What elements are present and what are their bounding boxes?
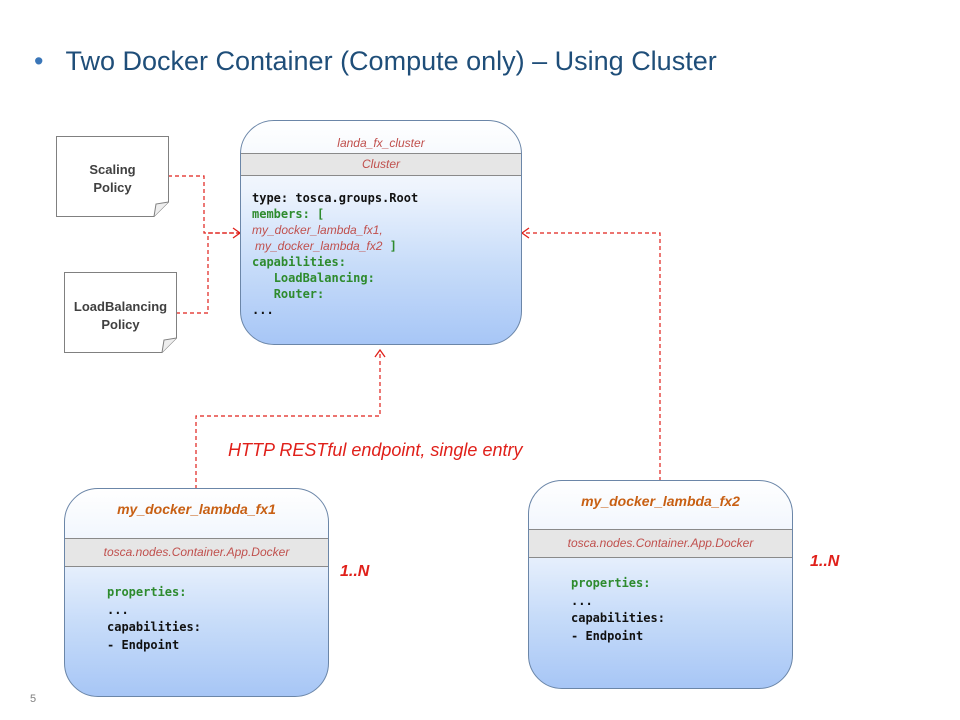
scaling-policy-connector [168, 175, 240, 234]
scaling-policy-label-1: Scaling [89, 162, 136, 177]
bullet-icon: • [34, 46, 44, 76]
fx2-multiplicity: 1..N [810, 553, 840, 570]
cluster-body: type: tosca.groups.Root members: [ my_do… [252, 190, 418, 318]
page-number: 5 [30, 693, 37, 705]
arrowhead-icon [520, 227, 530, 239]
cluster-type-line: type: tosca.groups.Root [252, 191, 419, 205]
fx2-to-cluster-connector [522, 232, 661, 481]
fx2-capabilities-label: capabilities: [571, 611, 665, 625]
arrowhead-icon [374, 348, 386, 358]
cluster-ellipsis: ... [252, 303, 274, 317]
scaling-policy-note: Scaling Policy [56, 136, 169, 217]
fx2-endpoint: - Endpoint [571, 628, 644, 643]
fx1-endpoint: - Endpoint [107, 637, 180, 652]
fx1-ellipsis: ... [107, 602, 129, 617]
cluster-type-band: Cluster [241, 153, 521, 176]
fx2-properties-label: properties: [571, 576, 651, 590]
loadbalancing-policy-note: LoadBalancing Policy [64, 272, 177, 353]
lb-policy-label-2: Policy [101, 317, 140, 332]
note-icon [56, 136, 169, 217]
cluster-member-2: my_docker_lambda_fx2 [255, 239, 383, 253]
cluster-name: landa_fx_cluster [337, 136, 425, 150]
fx1-multiplicity: 1..N [340, 563, 370, 580]
note-icon [64, 272, 177, 353]
cluster-cap-router: Router: [273, 287, 325, 301]
fx1-type-band: tosca.nodes.Container.App.Docker [65, 538, 328, 567]
fx2-name: my_docker_lambda_fx2 [581, 493, 740, 509]
cluster-cap-loadbalancing: LoadBalancing: [273, 271, 375, 285]
loadbalancing-policy-connector [176, 232, 240, 314]
cluster-capabilities-label: capabilities: [252, 255, 346, 269]
fx2-body: properties: ... capabilities: - Endpoint [571, 575, 665, 645]
fx2-type-band: tosca.nodes.Container.App.Docker [529, 529, 792, 558]
fx1-node: my_docker_lambda_fx1 tosca.nodes.Contain… [64, 488, 329, 697]
fx1-name: my_docker_lambda_fx1 [117, 501, 276, 517]
fx1-body: properties: ... capabilities: - Endpoint [107, 584, 201, 654]
fx1-capabilities-label: capabilities: [107, 620, 201, 634]
scaling-policy-label-2: Policy [93, 180, 132, 195]
slide-title-text: Two Docker Container (Compute only) – Us… [65, 46, 717, 76]
fx2-ellipsis: ... [571, 593, 593, 608]
slide-title: • Two Docker Container (Compute only) – U… [34, 46, 717, 77]
cluster-member-1: my_docker_lambda_fx1, [252, 223, 383, 237]
fx1-properties-label: properties: [107, 585, 187, 599]
cluster-node: landa_fx_cluster Cluster type: tosca.gro… [240, 120, 522, 345]
connector-label: HTTP RESTful endpoint, single entry [228, 440, 523, 460]
cluster-members-label: members: [ [252, 207, 325, 221]
fx2-node: my_docker_lambda_fx2 tosca.nodes.Contain… [528, 480, 793, 689]
cluster-members-close: ] [382, 239, 397, 253]
lb-policy-label-1: LoadBalancing [73, 299, 168, 314]
fx1-to-cluster-connector [195, 350, 381, 489]
